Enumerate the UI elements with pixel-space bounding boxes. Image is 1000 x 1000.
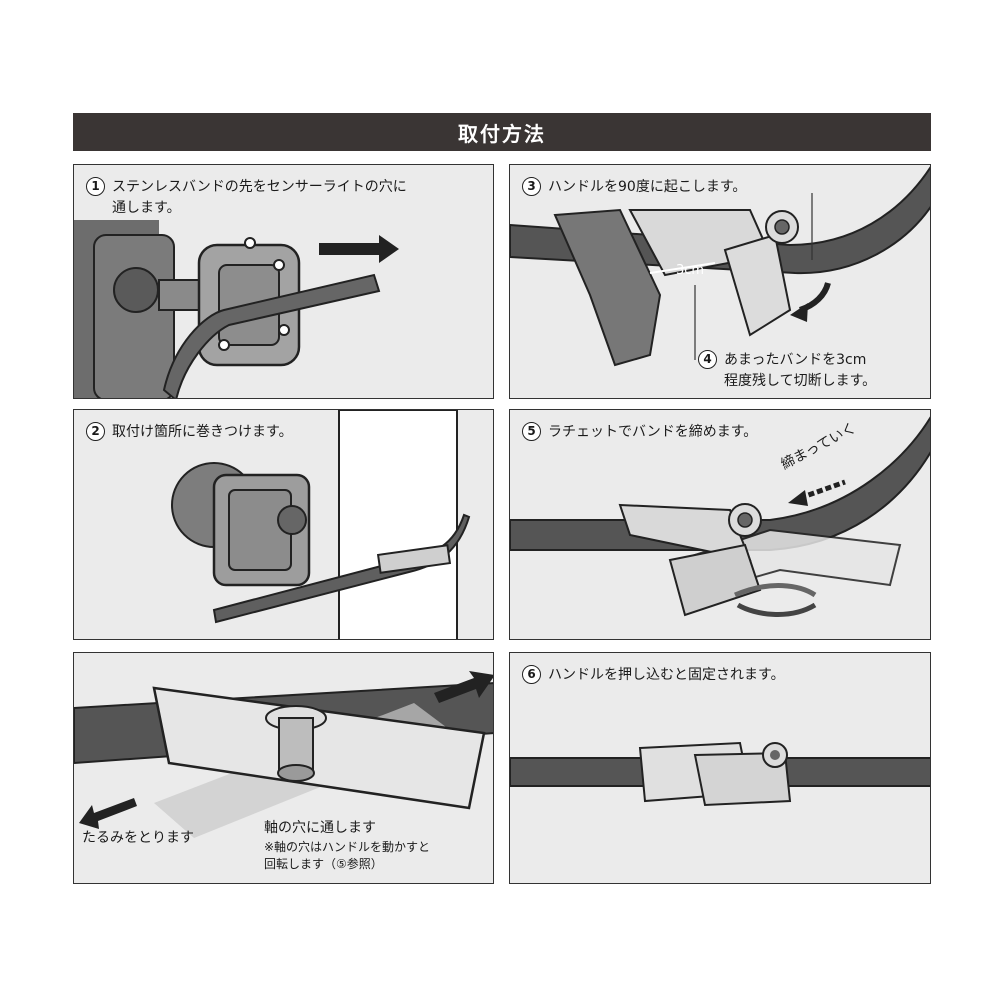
- step-6-illustration: [510, 653, 931, 884]
- step-5-caption: 5 ラチェットでバンドを締めます。: [522, 422, 757, 443]
- step-5-illustration: [510, 410, 931, 640]
- step-2-text: 取付け箇所に巻きつけます。: [112, 422, 293, 443]
- step-2-detail-panel: たるみをとります 軸の穴に通します ※軸の穴はハンドルを動かすと 回転します（⑤…: [73, 652, 494, 884]
- step-4-number: 4: [698, 350, 717, 369]
- step-2-illustration: [74, 410, 494, 640]
- step-6-number: 6: [522, 665, 541, 684]
- step-5-text: ラチェットでバンドを締めます。: [548, 422, 757, 443]
- page-title: 取付方法: [458, 118, 546, 147]
- step-5-number: 5: [522, 422, 541, 441]
- step-1-text: ステンレスバンドの先をセンサーライトの穴に 通します。: [112, 177, 407, 219]
- step-6-text: ハンドルを押し込むと固定されます。: [548, 665, 785, 686]
- axis-hole-note: ※軸の穴はハンドルを動かすと 回転します（⑤参照）: [264, 839, 430, 873]
- step-3-caption: 3 ハンドルを90度に起こします。: [522, 177, 746, 198]
- step-5-panel: 締まっていく 5 ラチェットでバンドを締めます。: [509, 409, 931, 640]
- axis-hole-label: 軸の穴に通します: [264, 819, 376, 838]
- step-2-number: 2: [86, 422, 105, 441]
- step-6-caption: 6 ハンドルを押し込むと固定されます。: [522, 665, 785, 686]
- step-3-panel: 3cm 3 ハンドルを90度に起こします。 4 あまったバンドを3cm 程度残し…: [509, 164, 931, 399]
- step-1-panel: 1 ステンレスバンドの先をセンサーライトの穴に 通します。: [73, 164, 494, 399]
- step-4-text: あまったバンドを3cm 程度残して切断します。: [724, 350, 876, 392]
- step-3-number: 3: [522, 177, 541, 196]
- step-2-caption: 2 取付け箇所に巻きつけます。: [86, 422, 293, 443]
- page-title-bar: 取付方法: [73, 113, 931, 151]
- step-3-text: ハンドルを90度に起こします。: [548, 177, 746, 198]
- step-2-panel: 2 取付け箇所に巻きつけます。: [73, 409, 494, 640]
- step-6-panel: 6 ハンドルを押し込むと固定されます。: [509, 652, 931, 884]
- three-cm-label: 3cm: [676, 261, 704, 280]
- step-4-caption: 4 あまったバンドを3cm 程度残して切断します。: [698, 350, 876, 392]
- step-1-caption: 1 ステンレスバンドの先をセンサーライトの穴に 通します。: [86, 177, 407, 219]
- slack-label: たるみをとります: [82, 829, 194, 848]
- step-1-number: 1: [86, 177, 105, 196]
